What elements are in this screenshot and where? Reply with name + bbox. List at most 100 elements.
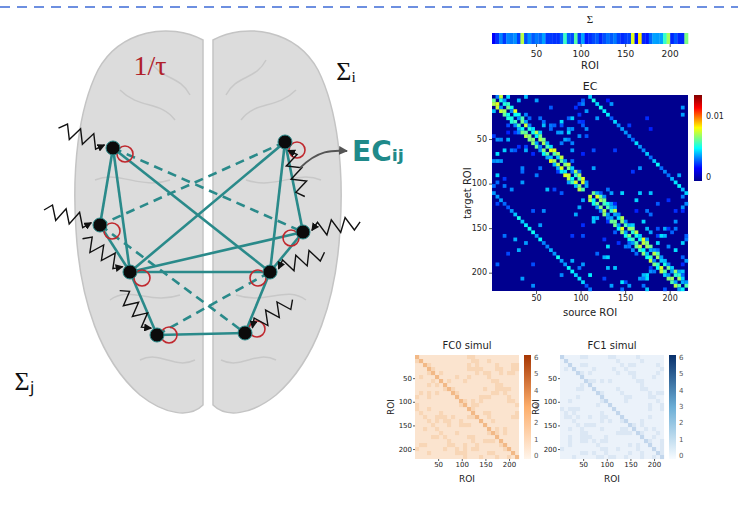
fc-cell xyxy=(576,395,580,399)
sigma-cell xyxy=(667,33,671,44)
ec-cell xyxy=(528,134,532,138)
fc-cell xyxy=(624,395,628,399)
fc-cell xyxy=(652,447,656,451)
ec-cell xyxy=(624,245,628,249)
ec-cell xyxy=(578,120,582,124)
fc-cell xyxy=(495,431,499,435)
fc-cell xyxy=(431,435,435,439)
fc-cell xyxy=(640,455,644,459)
ec-cell xyxy=(553,163,557,167)
tick-label: 100 xyxy=(572,50,589,59)
ec-cell xyxy=(613,266,617,270)
fc-cell xyxy=(640,359,644,363)
ec-cell xyxy=(649,248,653,252)
connection-line xyxy=(270,142,285,272)
ec-cell xyxy=(663,270,667,274)
fc-cell xyxy=(415,359,419,363)
ec-cell xyxy=(613,120,617,124)
ec-cell xyxy=(574,106,578,110)
fc-cell xyxy=(616,411,620,415)
fc-cell xyxy=(415,407,419,411)
fc-cell xyxy=(600,419,604,423)
ec-cell xyxy=(663,234,667,238)
ec-cell xyxy=(506,95,510,99)
fc-cell xyxy=(515,367,519,371)
fc-cell xyxy=(588,415,592,419)
ec-cell xyxy=(542,138,546,142)
sigma-cell xyxy=(631,33,635,44)
ec-matrix-cells xyxy=(492,95,688,291)
ec-cell xyxy=(570,166,574,170)
sigma-cell xyxy=(567,33,571,44)
ec-cell xyxy=(567,127,571,131)
ec-cell xyxy=(524,131,528,135)
ec-cell xyxy=(521,181,525,185)
tick-label: 100 xyxy=(472,180,487,188)
fc-cell xyxy=(644,439,648,443)
fc-cell xyxy=(572,367,576,371)
ec-cell xyxy=(496,95,500,99)
brain xyxy=(75,31,341,413)
fc-cell xyxy=(467,415,471,419)
ec-cell xyxy=(592,99,596,103)
fc-cell xyxy=(451,391,455,395)
sigma-cell xyxy=(602,33,606,44)
ec-cell xyxy=(631,241,635,245)
tick-label: 200 xyxy=(662,50,679,59)
sigma-cell xyxy=(578,33,582,44)
ec-cell xyxy=(499,106,503,110)
ec-cell xyxy=(638,191,642,195)
ec-cell xyxy=(642,252,646,256)
ec-cell xyxy=(602,238,606,242)
ec-cell xyxy=(599,106,603,110)
ec-cell xyxy=(510,148,514,152)
fc-cell xyxy=(592,451,596,455)
fc-cell xyxy=(576,407,580,411)
ec-cell xyxy=(513,131,517,135)
ec-cell xyxy=(606,99,610,103)
fc-cell xyxy=(487,395,491,399)
fc-cell xyxy=(503,387,507,391)
ec-cell xyxy=(606,188,610,192)
fc-cell xyxy=(515,415,519,419)
fc-cell xyxy=(580,427,584,431)
tick-mark xyxy=(536,291,537,294)
ec-cell xyxy=(645,241,649,245)
ec-cell xyxy=(503,113,507,117)
ec-cell xyxy=(570,141,574,145)
sigma-cell xyxy=(663,33,667,44)
ec-cell xyxy=(631,138,635,142)
fc-cell xyxy=(511,367,515,371)
fc-cell xyxy=(568,435,572,439)
ec-cell xyxy=(560,273,564,277)
fc-cell xyxy=(568,363,572,367)
fc-cell xyxy=(419,391,423,395)
fc-cell xyxy=(600,455,604,459)
fc-cell xyxy=(624,427,628,431)
ec-cell xyxy=(681,113,685,117)
ec-cell xyxy=(588,95,592,99)
fc-cell xyxy=(648,395,652,399)
fc-cell xyxy=(515,455,519,459)
ec-cell xyxy=(578,134,582,138)
fc-cell xyxy=(648,407,652,411)
fc-cell xyxy=(628,423,632,427)
ec-cell xyxy=(624,230,628,234)
fc-cell xyxy=(471,415,475,419)
fc-cell xyxy=(467,375,471,379)
ec-cell xyxy=(563,262,567,266)
fc-cell xyxy=(588,435,592,439)
sigma-cell xyxy=(599,33,603,44)
ec-cell xyxy=(610,102,614,106)
ec-cell xyxy=(535,141,539,145)
ec-cell xyxy=(503,148,507,152)
fc-cell xyxy=(648,439,652,443)
fc-cell xyxy=(467,435,471,439)
ec-cell xyxy=(574,170,578,174)
noise-input xyxy=(44,205,91,228)
fc-cell xyxy=(475,367,479,371)
fc-cell xyxy=(584,451,588,455)
ec-cell xyxy=(538,138,542,142)
ec-cell xyxy=(645,273,649,277)
fc-cell xyxy=(660,391,664,395)
